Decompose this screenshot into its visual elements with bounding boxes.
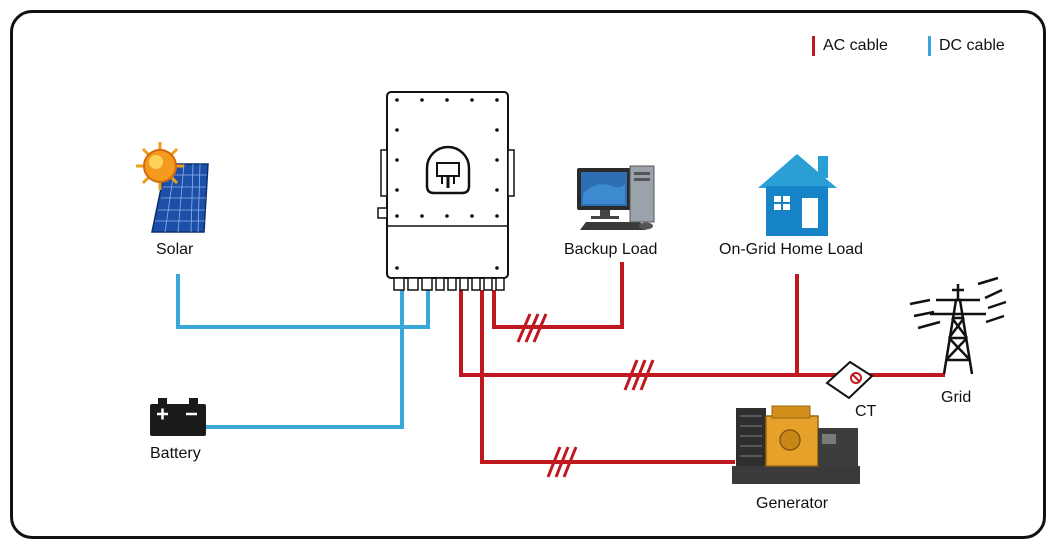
generator-ac-cable: [480, 290, 735, 464]
inverter-ports: [393, 277, 505, 291]
hash-mark: [639, 359, 655, 391]
hash-mark: [524, 313, 540, 343]
solar-label: Solar: [156, 241, 194, 258]
battery-icon: [150, 398, 206, 436]
diagram-frame: [10, 10, 1046, 539]
legend-ac: AC cable: [812, 36, 888, 56]
sun-icon: [136, 142, 184, 190]
battery-label: Battery: [150, 445, 201, 462]
ct-sensor-icon: [825, 360, 874, 400]
generator-label: Generator: [756, 495, 829, 512]
legend-dc-label: DC cable: [939, 37, 1005, 54]
hash-mark: [631, 359, 647, 391]
legend-ac-label: AC cable: [823, 37, 888, 54]
ac-cables: [459, 262, 945, 464]
battery-dc-cable: [205, 290, 404, 429]
hash-mark: [554, 446, 570, 478]
ct-label: CT: [855, 403, 877, 420]
home-load-label: On-Grid Home Load: [719, 241, 864, 258]
inverter: [377, 91, 515, 291]
hash-mark: [562, 446, 578, 478]
inverter-logo-icon: [425, 145, 471, 195]
backup-load-ac-cable: [492, 262, 624, 329]
grid-ac-cable: [459, 290, 945, 377]
cable-hash-marks: [516, 313, 655, 478]
transmission-tower-icon: [909, 276, 1007, 375]
legend-dc: DC cable: [928, 36, 1005, 56]
dc-swatch: [928, 36, 931, 56]
grid-label: Grid: [941, 389, 972, 406]
dc-cables: [176, 274, 430, 429]
hash-mark: [546, 446, 562, 478]
hash-mark: [532, 313, 548, 343]
computer-icon: [577, 165, 655, 230]
ac-swatch: [812, 36, 815, 56]
hash-mark: [623, 359, 639, 391]
house-icon: [758, 154, 837, 236]
hash-mark: [516, 313, 532, 343]
generator-icon: [732, 405, 860, 484]
solar-dc-cable: [176, 274, 430, 329]
backup-load-label: Backup Load: [564, 241, 658, 258]
